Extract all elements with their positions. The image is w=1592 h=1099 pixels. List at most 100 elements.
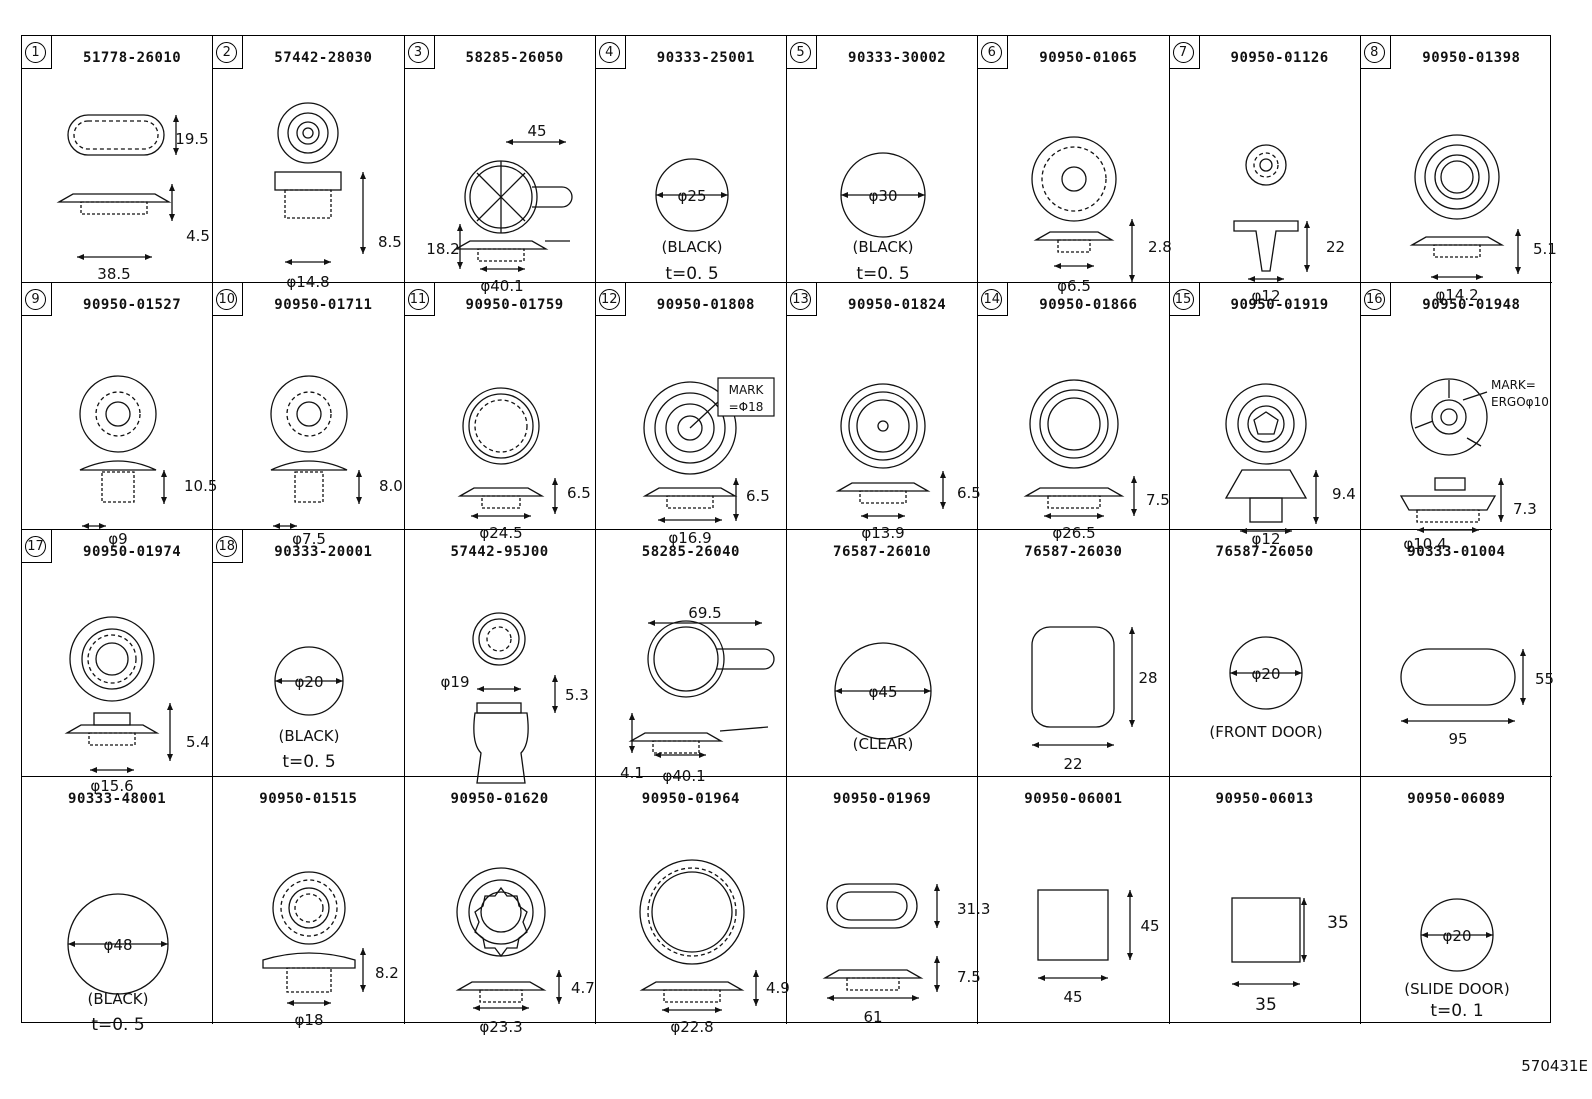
- dimension-label: φ19: [440, 673, 469, 691]
- dimension-label: 8.0: [379, 477, 403, 495]
- index-box: 10: [213, 283, 244, 316]
- dimension-label: φ18: [295, 1011, 324, 1029]
- index-number: 18: [216, 536, 238, 557]
- part-drawing-svg: 19.54.538.5: [56, 114, 210, 283]
- dimension-label: t=0. 5: [665, 264, 718, 284]
- part-drawing: 10.5 φ9: [22, 316, 217, 548]
- dimension-label: φ9: [108, 530, 127, 548]
- part-number: 90950-01964: [641, 791, 740, 807]
- index-number: 11: [407, 289, 429, 310]
- dimension-label: 4.5: [186, 227, 210, 245]
- part-drawing: 45 18.2 φ40.1: [405, 69, 596, 295]
- dimension-label: φ20: [295, 673, 324, 691]
- dimension-label: φ25: [677, 187, 706, 205]
- part-number: 76587-26050: [1215, 544, 1314, 560]
- dimension-label: 2.8: [1148, 238, 1172, 256]
- index-box: 13: [787, 283, 817, 316]
- index-number: 16: [1363, 289, 1385, 310]
- index-box: 15: [1169, 283, 1200, 316]
- part-drawing-svg: φ30(BLACK)t=0. 5: [840, 152, 926, 284]
- dimension-label: 10.5: [184, 477, 217, 495]
- dimension-label: (FRONT DOOR): [1209, 723, 1322, 741]
- index-number: 13: [790, 289, 811, 310]
- part-number: 90950-06001: [1024, 791, 1123, 807]
- part-drawing-svg: φ20(FRONT DOOR): [1209, 636, 1322, 741]
- dimension-label: 69.5: [688, 604, 721, 622]
- index-box: 3: [404, 36, 435, 69]
- index-box: 7: [1169, 36, 1200, 69]
- dimension-label: 5.1: [1533, 240, 1557, 258]
- part-number: 90950-01065: [1039, 50, 1138, 66]
- part-drawing-svg: 2.8φ6.5: [1031, 136, 1172, 295]
- dimension-label: 18.2: [426, 240, 459, 258]
- dimension-label: 45: [1141, 917, 1160, 935]
- dimension-label: φ40.1: [480, 277, 523, 295]
- part-drawing: φ20(FRONT DOOR): [1170, 563, 1361, 775]
- index-box: 14: [978, 283, 1009, 316]
- index-box: 9: [22, 283, 52, 316]
- index-number: 3: [407, 42, 429, 63]
- dimension-label: (CLEAR): [853, 735, 914, 753]
- part-drawing: 28 22: [978, 563, 1169, 775]
- dimension-label: 45: [527, 122, 546, 140]
- part-cell: 90950-06089 φ20(SLIDE DOOR)t=0. 1: [1361, 777, 1552, 1024]
- dimension-label: 5.4: [186, 733, 210, 751]
- part-drawing-svg: 5.4 φ15.6: [64, 616, 210, 795]
- part-drawing-svg: 45 18.2 φ40.1: [426, 122, 573, 295]
- dimension-label: MARK: [728, 383, 764, 397]
- dimension-label: φ7.5: [292, 530, 326, 548]
- index-number: 14: [981, 289, 1003, 310]
- dimension-label: φ22.8: [670, 1018, 713, 1036]
- index-number: 6: [981, 42, 1003, 63]
- illustration-code: 570431E: [1521, 1057, 1588, 1075]
- index-number: 10: [216, 289, 238, 310]
- index-number: 1: [25, 42, 46, 63]
- dimension-label: φ12: [1251, 530, 1280, 548]
- dimension-label: (BLACK): [852, 238, 913, 256]
- part-number: 90950-01398: [1422, 50, 1521, 66]
- dimension-label: φ15.6: [90, 777, 133, 795]
- dimension-label: φ23.3: [479, 1018, 522, 1036]
- dimension-label: 28: [1139, 669, 1158, 687]
- dimension-label: =Φ18: [728, 400, 763, 414]
- index-box: 4: [595, 36, 626, 69]
- dimension-label: φ48: [104, 936, 133, 954]
- part-drawing-svg: φ45(CLEAR): [834, 642, 932, 753]
- dimension-label: MARK=: [1491, 378, 1536, 392]
- index-box: 2: [213, 36, 244, 69]
- part-number: 90950-06089: [1407, 791, 1506, 807]
- dimension-label: (BLACK): [87, 990, 148, 1008]
- dimension-label: 22: [1064, 755, 1083, 773]
- part-drawing: φ20(SLIDE DOOR)t=0. 1: [1361, 810, 1552, 1022]
- part-drawing-svg: 8.0 φ7.5: [270, 375, 403, 548]
